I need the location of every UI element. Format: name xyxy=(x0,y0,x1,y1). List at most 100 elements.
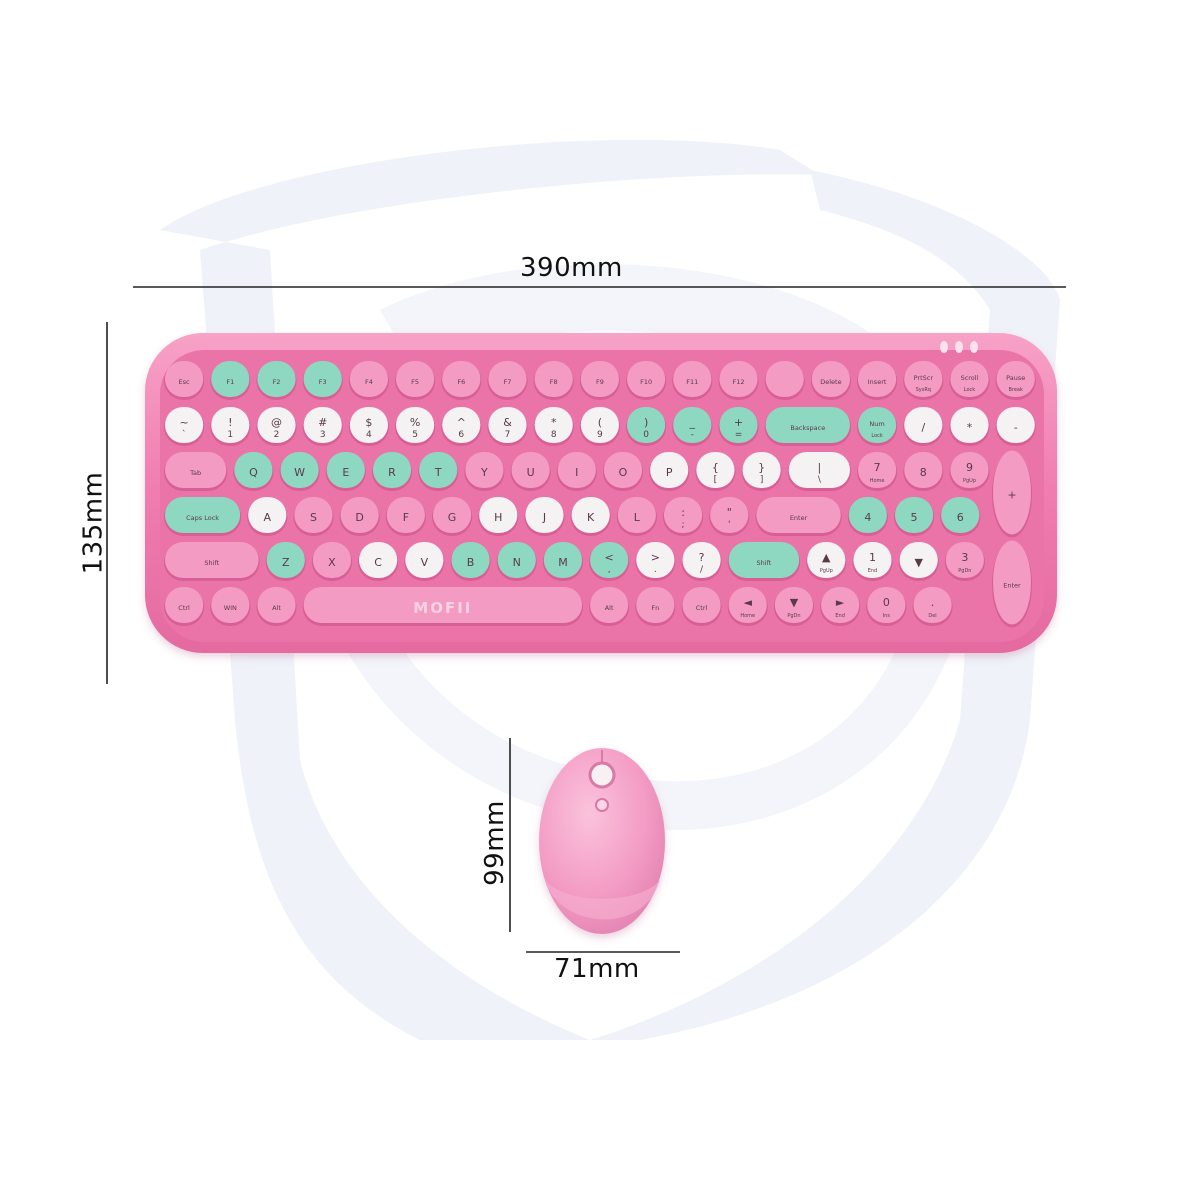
keycap[interactable]: Enter xyxy=(992,540,1032,628)
keycap[interactable]: ▼ xyxy=(898,542,939,581)
keycap[interactable]: <, xyxy=(589,542,630,581)
keycap[interactable]: F5 xyxy=(395,361,436,400)
keycap[interactable]: + xyxy=(992,450,1032,538)
keycap[interactable]: W xyxy=(279,452,320,491)
keycap[interactable]: Shift xyxy=(727,542,801,581)
keycap[interactable]: Alt xyxy=(589,587,630,626)
keycap[interactable]: %5 xyxy=(395,407,436,446)
keycap[interactable]: F3 xyxy=(302,361,343,400)
keycap[interactable]: J xyxy=(524,497,565,536)
keycap[interactable]: Shift xyxy=(164,542,260,581)
keycap[interactable]: I xyxy=(556,452,597,491)
keycap[interactable]: ^6 xyxy=(441,407,482,446)
keycap[interactable]: O xyxy=(602,452,644,491)
keycap[interactable]: }] xyxy=(741,452,782,491)
keycap[interactable]: >. xyxy=(635,542,676,581)
keycap[interactable]: Enter xyxy=(755,497,842,536)
keycap[interactable]: R xyxy=(371,452,413,491)
keycap[interactable]: Delete xyxy=(810,361,851,400)
keycap[interactable]: 5 xyxy=(893,497,935,536)
keycap[interactable]: F7 xyxy=(487,361,528,400)
keycap[interactable]: $4 xyxy=(348,407,389,446)
keycap[interactable]: X xyxy=(311,542,353,581)
keycap[interactable]: S xyxy=(293,497,334,536)
keycap[interactable]: E xyxy=(325,452,366,491)
keycap[interactable]: F2 xyxy=(256,361,297,400)
keycap[interactable]: :; xyxy=(662,497,704,536)
keycap[interactable]: Ctrl xyxy=(164,587,205,626)
keycap[interactable]: MOFII xyxy=(302,587,584,626)
keycap[interactable]: WIN xyxy=(210,587,251,626)
keycap[interactable]: ▼PgDn xyxy=(773,587,815,626)
keycap[interactable]: Z xyxy=(265,542,306,581)
keycap[interactable]: ►End xyxy=(820,587,861,626)
keycap[interactable]: F11 xyxy=(672,361,713,400)
keycap[interactable]: .Del xyxy=(912,587,953,626)
keycap[interactable]: Insert xyxy=(857,361,898,400)
keycap[interactable]: Caps Lock xyxy=(164,497,242,536)
keycap[interactable]: K xyxy=(570,497,611,536)
keycap[interactable]: P xyxy=(649,452,690,491)
keycap[interactable]: Fn xyxy=(635,587,676,626)
keycap[interactable]: - xyxy=(995,407,1036,446)
keycap[interactable]: N xyxy=(496,542,537,581)
keycap[interactable]: F6 xyxy=(441,361,482,400)
keycap[interactable]: 4 xyxy=(847,497,888,536)
keycap[interactable]: ?/ xyxy=(681,542,722,581)
keycap[interactable]: ▲PgUp xyxy=(806,542,847,581)
keycap[interactable]: _- xyxy=(672,407,713,446)
keycap[interactable]: V xyxy=(404,542,445,581)
keycap[interactable]: B xyxy=(450,542,491,581)
keycap[interactable]: C xyxy=(358,542,399,581)
keycap[interactable]: &7 xyxy=(487,407,528,446)
keycap[interactable]: Q xyxy=(233,452,274,491)
keycap[interactable]: F1 xyxy=(210,361,251,400)
keycap[interactable]: @2 xyxy=(256,407,297,446)
keycap[interactable]: Ctrl xyxy=(681,587,722,626)
keycap[interactable]: L xyxy=(616,497,657,536)
keycap[interactable]: Alt xyxy=(256,587,297,626)
keycap[interactable]: += xyxy=(718,407,759,446)
keycap[interactable]: Y xyxy=(464,452,505,491)
keycap[interactable] xyxy=(764,361,805,400)
keycap[interactable]: *8 xyxy=(533,407,574,446)
keycap[interactable]: Esc xyxy=(164,361,205,400)
keycap[interactable]: F10 xyxy=(626,361,667,400)
keycap[interactable]: T xyxy=(418,452,459,491)
keycap[interactable]: 6 xyxy=(940,497,981,536)
keycap[interactable]: {[ xyxy=(695,452,736,491)
keycap[interactable]: D xyxy=(339,497,380,536)
keycap[interactable]: "' xyxy=(709,497,750,536)
keycap[interactable]: U xyxy=(510,452,551,491)
keycap[interactable]: F8 xyxy=(533,361,574,400)
keycap[interactable]: A xyxy=(247,497,288,536)
keycap[interactable]: F12 xyxy=(718,361,759,400)
keycap[interactable]: 8 xyxy=(903,452,944,491)
keycap[interactable]: F xyxy=(385,497,426,536)
keycap[interactable]: (9 xyxy=(579,407,620,446)
keycap[interactable]: !1 xyxy=(210,407,251,446)
keycap[interactable]: Backspace xyxy=(764,407,851,446)
keycap[interactable]: G xyxy=(431,497,473,536)
keycap[interactable]: * xyxy=(949,407,990,446)
keycap[interactable]: )0 xyxy=(626,407,667,446)
keycap[interactable]: H xyxy=(478,497,519,536)
keycap[interactable]: Tab xyxy=(164,452,228,491)
keycap[interactable]: F9 xyxy=(579,361,620,400)
keycap[interactable]: ~` xyxy=(164,407,205,446)
keycap[interactable]: |\ xyxy=(787,452,851,491)
keycap[interactable]: / xyxy=(903,407,944,446)
keycap[interactable]: F4 xyxy=(348,361,389,400)
keycap[interactable]: #3 xyxy=(302,407,343,446)
keycap[interactable]: M xyxy=(542,542,584,581)
keycap[interactable]: ◄Home xyxy=(727,587,768,626)
